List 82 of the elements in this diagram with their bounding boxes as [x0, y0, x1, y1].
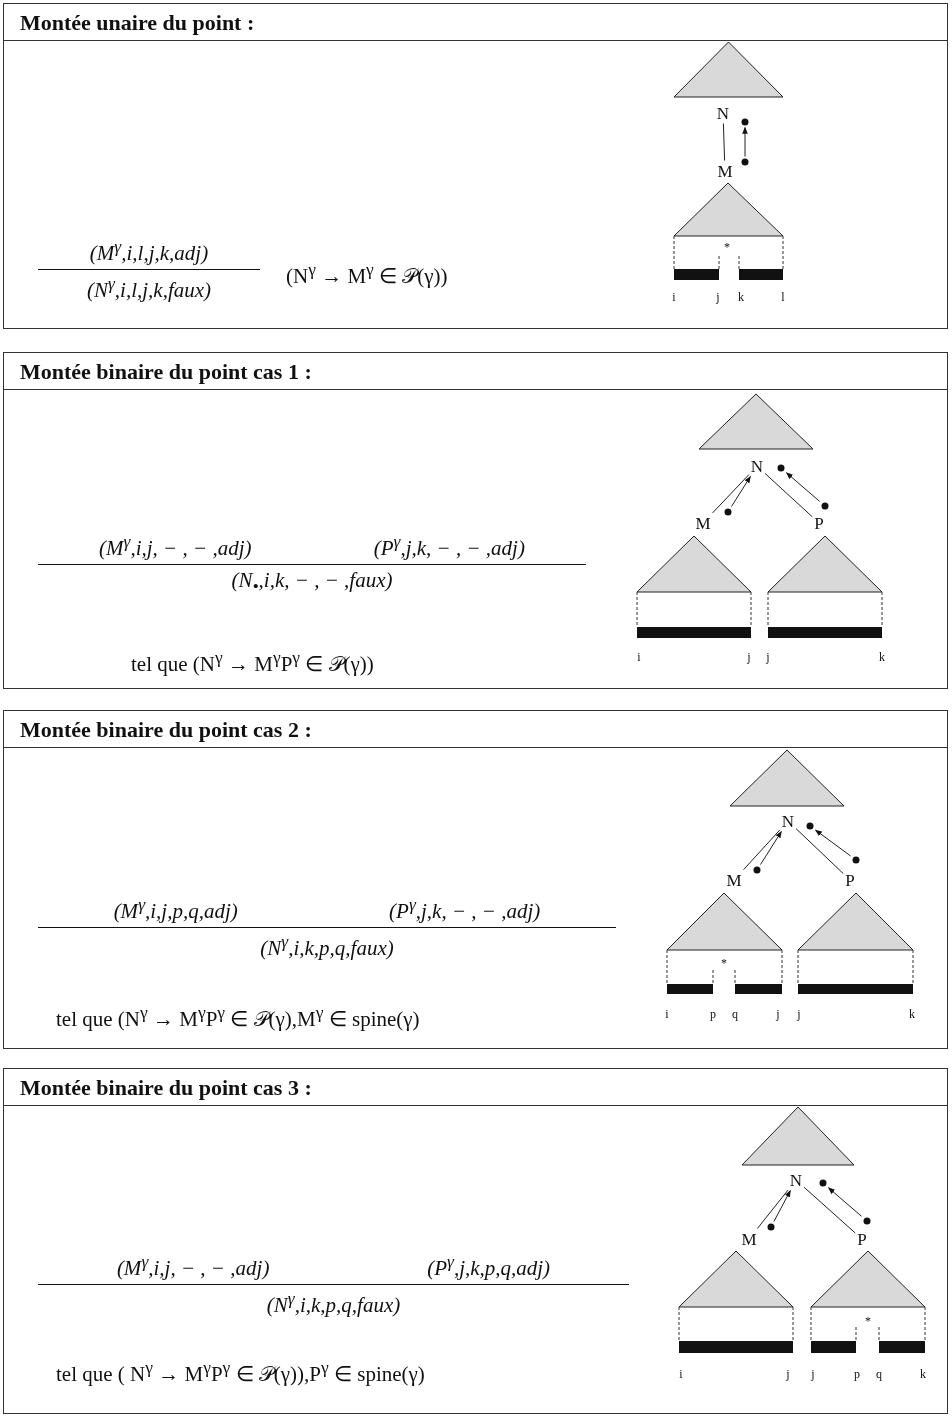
- dot-marker: [806, 822, 814, 830]
- tree-branch: [803, 1186, 856, 1234]
- conclusion: (N$^{γ}$,i,k,p,q,faux): [266, 1293, 401, 1317]
- position-label: *: [865, 1315, 871, 1327]
- tree-node-label: N: [781, 812, 795, 830]
- arrow: [760, 830, 782, 865]
- side-condition: tel que ( N$^{γ}$ → M$^{γ}$P$^{γ}$ ∈ 𝒫(γ)),P$^{γ}$ ∈ spine(γ): [56, 1357, 425, 1387]
- position-label: k: [879, 651, 885, 663]
- tree-branch: [722, 123, 726, 161]
- side-condition: (N$^{γ}$ → M$^{γ}$ ∈ 𝒫(γ)): [286, 259, 448, 289]
- tree-node-label: N: [789, 1171, 803, 1189]
- premise: (P$^{γ}$,j,k,p,q,adj): [427, 1251, 551, 1281]
- dot-marker: [753, 866, 761, 874]
- position-label: p: [854, 1368, 860, 1380]
- panel-heading: Montée binaire du point cas 1 :: [4, 353, 947, 390]
- arrow: [742, 126, 748, 157]
- tree-branch: [743, 829, 781, 871]
- conclusion: (N$^{γ}$,i,l,j,k,faux): [86, 278, 212, 302]
- tree-branch: [764, 473, 813, 518]
- position-label: *: [721, 957, 727, 969]
- rule-panel: [3, 3, 948, 329]
- tree-node-label: N: [750, 457, 764, 475]
- rule-panel: [3, 1068, 948, 1414]
- dot-marker: [821, 502, 829, 510]
- conclusion: (N$^{γ}$,i,k,p,q,faux): [260, 936, 394, 960]
- dot-marker: [741, 158, 749, 166]
- position-label: l: [781, 291, 785, 303]
- arrow: [773, 1189, 791, 1222]
- position-label: j: [747, 651, 751, 663]
- side-condition: tel que (N$^{γ}$ → M$^{γ}$P$^{γ}$ ∈ 𝒫(γ),M$^{γ}$ ∈ spine(γ): [56, 1002, 420, 1032]
- rule-panel: [3, 352, 948, 689]
- arrow: [827, 1187, 862, 1217]
- premise: (M$^{γ}$,i,j, − , − ,adj): [99, 531, 252, 561]
- rule-panel: [3, 710, 948, 1049]
- position-label: i: [679, 1368, 683, 1380]
- tree-branch: [712, 474, 750, 514]
- dot-marker: [819, 1179, 827, 1187]
- tree-node-label: M: [717, 162, 733, 180]
- premise: (P$^{γ}$,j,k, − , − ,adj): [373, 531, 525, 561]
- position-label: j: [766, 651, 770, 663]
- position-label: j: [811, 1368, 815, 1380]
- position-label: i: [637, 651, 641, 663]
- dot-marker: [767, 1223, 775, 1231]
- position-label: *: [724, 241, 730, 253]
- position-label: j: [716, 291, 720, 303]
- position-label: k: [920, 1368, 926, 1380]
- position-label: j: [776, 1008, 780, 1020]
- premise: (P$^{γ}$,j,k, − , − ,adj): [389, 894, 541, 924]
- position-label: q: [876, 1368, 882, 1380]
- position-label: j: [786, 1368, 790, 1380]
- panel-heading: Montée binaire du point cas 3 :: [4, 1069, 947, 1106]
- tree-node-label: M: [741, 1230, 757, 1248]
- tree-node-label: P: [845, 871, 855, 889]
- position-label: q: [732, 1008, 738, 1020]
- conclusion: (N$_{•}$,i,k, − , − ,faux): [231, 568, 393, 592]
- position-label: k: [738, 291, 744, 303]
- premise: (M$^{γ}$,i,j, − , − ,adj): [116, 1251, 270, 1281]
- dot-marker: [724, 508, 732, 516]
- tree-node-label: M: [695, 514, 711, 532]
- position-label: p: [710, 1008, 716, 1020]
- position-label: j: [797, 1008, 801, 1020]
- tree-branch: [795, 828, 844, 875]
- panel-heading: Montée binaire du point cas 2 :: [4, 711, 947, 748]
- panel-heading: Montée unaire du point :: [4, 4, 947, 41]
- position-label: i: [665, 1008, 669, 1020]
- tree-node-label: P: [857, 1230, 867, 1248]
- premise: (M$^{γ}$,i,l,j,k,adj): [89, 236, 209, 266]
- dot-marker: [777, 464, 785, 472]
- arrow: [731, 475, 751, 507]
- dot-marker: [852, 856, 860, 864]
- position-label: k: [909, 1008, 915, 1020]
- tree-node-label: M: [726, 871, 742, 889]
- premise: (M$^{γ}$,i,j,p,q,adj): [113, 894, 238, 924]
- tree-branch: [756, 1189, 789, 1229]
- dot-marker: [741, 118, 749, 126]
- arrow: [814, 829, 851, 857]
- tree-node-label: P: [814, 514, 824, 532]
- tree-node-label: N: [716, 104, 730, 122]
- position-label: i: [672, 291, 676, 303]
- arrow: [785, 472, 820, 502]
- side-condition: tel que (N$^{γ}$ → M$^{γ}$P$^{γ}$ ∈ 𝒫(γ)): [131, 647, 374, 677]
- dot-marker: [863, 1217, 871, 1225]
